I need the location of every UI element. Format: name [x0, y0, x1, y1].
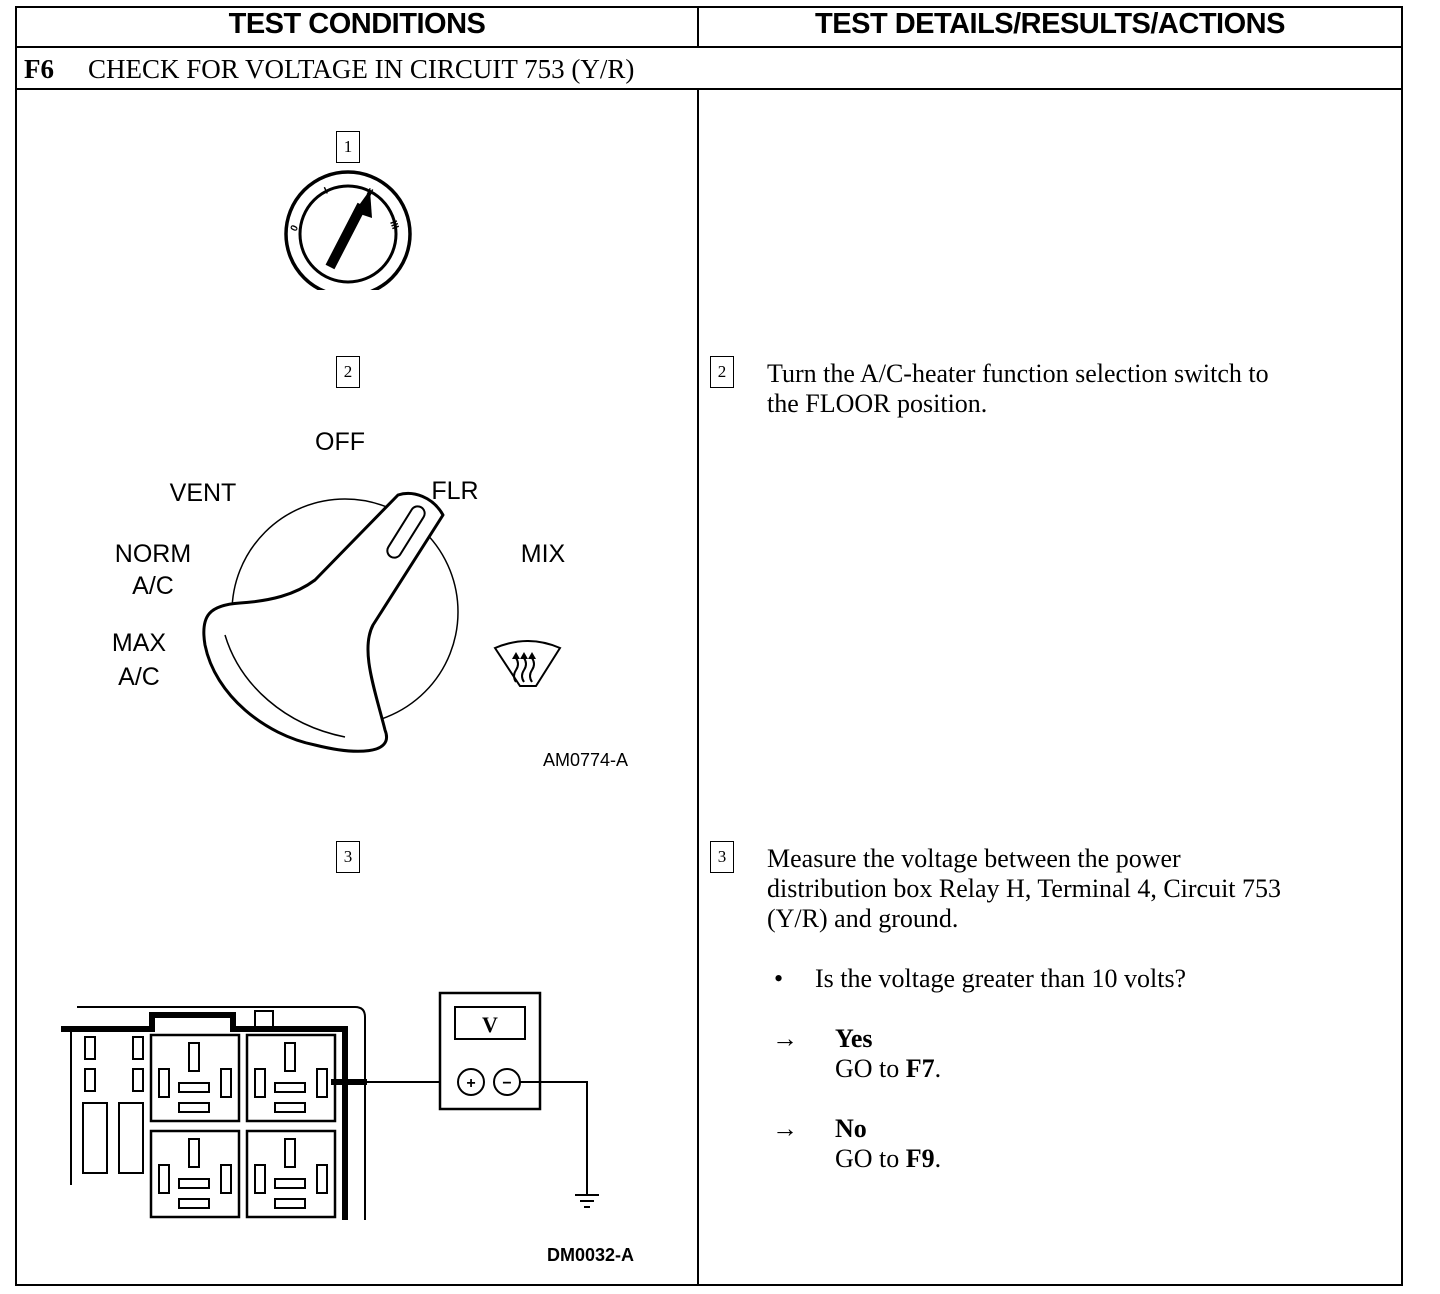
function-selector-knob-icon: [202, 491, 459, 753]
details-step-3-marker: 3: [710, 841, 734, 873]
figure-id-am0774: AM0774-A: [543, 750, 629, 770]
no-label: No: [835, 1114, 867, 1143]
step-3-line-3: (Y/R) and ground.: [767, 904, 959, 933]
section-code: F6: [24, 54, 54, 84]
yes-label: Yes: [835, 1024, 873, 1053]
question-bullet: •: [774, 964, 784, 993]
defrost-icon: [493, 640, 562, 687]
relay-box-diagram: V + −: [61, 991, 599, 1220]
label-vent: VENT: [169, 479, 237, 507]
label-flr: FLR: [431, 477, 479, 505]
no-action-suffix: .: [934, 1144, 942, 1173]
no-action-target: F9: [905, 1144, 935, 1173]
no-action: GO to F9.: [835, 1144, 941, 1174]
ignition-mark-3: III: [387, 219, 400, 231]
step-2-line-2: the FLOOR position.: [767, 389, 988, 418]
label-max-ac: A/C: [118, 663, 160, 691]
no-action-prefix: GO to: [835, 1144, 906, 1173]
yes-arrow: →: [772, 1024, 798, 1053]
figure-id-dm0032: DM0032-A: [547, 1245, 635, 1265]
voltmeter-label: V: [482, 1012, 498, 1037]
step-3-line-2: distribution box Relay H, Terminal 4, Ci…: [767, 874, 1282, 903]
section-title: CHECK FOR VOLTAGE IN CIRCUIT 753 (Y/R): [88, 54, 635, 84]
step-3-line-1: Measure the voltage between the power: [767, 844, 1181, 873]
step-3-marker: 3: [336, 841, 360, 873]
yes-action-target: F7: [905, 1054, 935, 1083]
yes-action-prefix: GO to: [835, 1054, 906, 1083]
voltmeter-minus: −: [502, 1075, 511, 1092]
ignition-switch-icon: 0 I II III: [284, 170, 412, 290]
yes-action: GO to F7.: [835, 1054, 941, 1084]
ignition-mark-0: 0: [289, 223, 302, 233]
label-mix: MIX: [520, 540, 566, 568]
ignition-mark-2: II: [365, 187, 375, 199]
question-text: Is the voltage greater than 10 volts?: [815, 964, 1187, 993]
label-off: OFF: [315, 428, 365, 456]
voltmeter-plus: +: [466, 1075, 475, 1092]
ignition-mark-1: I: [323, 185, 330, 196]
label-norm: NORM: [114, 540, 192, 568]
step-2-line-1: Turn the A/C-heater function selection s…: [767, 359, 1269, 388]
step-1-marker: 1: [336, 131, 360, 163]
label-max: MAX: [111, 629, 167, 657]
label-norm-ac: A/C: [132, 572, 174, 600]
step-2-marker: 2: [336, 356, 360, 388]
header-test-details: TEST DETAILS/RESULTS/ACTIONS: [815, 8, 1285, 40]
yes-action-suffix: .: [934, 1054, 942, 1083]
no-arrow: →: [772, 1114, 798, 1143]
header-test-conditions: TEST CONDITIONS: [228, 8, 486, 40]
details-step-2-marker: 2: [710, 356, 734, 388]
